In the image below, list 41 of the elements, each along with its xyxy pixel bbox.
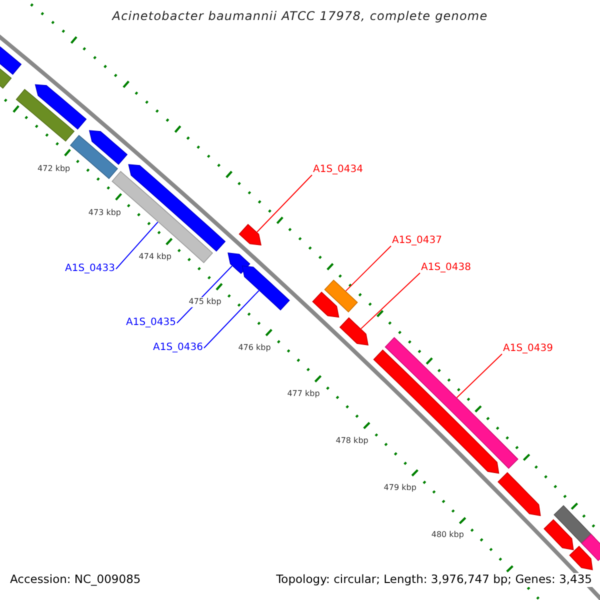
scale-label: 477 kbp (287, 389, 320, 399)
gene-feature (339, 317, 369, 346)
gene-block (324, 280, 358, 312)
gene-feature (498, 472, 541, 516)
leader-line (360, 272, 420, 330)
gene-feature (128, 164, 226, 252)
scale-label: 478 kbp (336, 436, 368, 446)
leader-line (345, 246, 392, 292)
scale-label: 473 kbp (88, 208, 121, 218)
leader-line (116, 222, 158, 270)
gene-label: A1S_0437 (392, 235, 442, 247)
gene-block (16, 88, 75, 142)
gene-feature (88, 130, 128, 165)
accession-text: Accession: NC_009085 (8, 573, 143, 587)
gene-label: A1S_0436 (153, 342, 203, 354)
gene-feature (544, 519, 574, 550)
gene-label: A1S_0438 (421, 262, 471, 274)
gene-feature (34, 84, 87, 130)
scale-label: 479 kbp (384, 482, 416, 493)
scale-label: 476 kbp (238, 343, 271, 353)
gene-feature (228, 252, 250, 274)
scale-label: 474 kbp (138, 252, 172, 262)
gene-label: A1S_0439 (503, 343, 553, 355)
gene-feature (238, 224, 262, 246)
genome-summary-text: Topology: circular; Length: 3,976,747 bp; Genes: 3,435 (274, 573, 594, 587)
leader-line (204, 290, 260, 348)
scale-label: 475 kbp (188, 298, 222, 308)
gene-label: A1S_0433 (65, 263, 115, 275)
gene-label: A1S_0435 (126, 317, 176, 329)
scale-label: 472 kbp (38, 164, 70, 174)
gene-feature (373, 350, 500, 474)
scale-label: 480 kbp (431, 530, 464, 540)
gene-block (581, 534, 600, 562)
gene-feature (242, 265, 290, 310)
title: Acinetobacter baumannii ATCC 17978, complete genome (110, 9, 489, 24)
leader-line (456, 354, 502, 398)
gene-label: A1S_0434 (313, 164, 363, 176)
gene-feature (312, 292, 340, 318)
gene-feature (569, 546, 593, 570)
gene-block (70, 134, 118, 180)
leader-line (256, 174, 312, 232)
